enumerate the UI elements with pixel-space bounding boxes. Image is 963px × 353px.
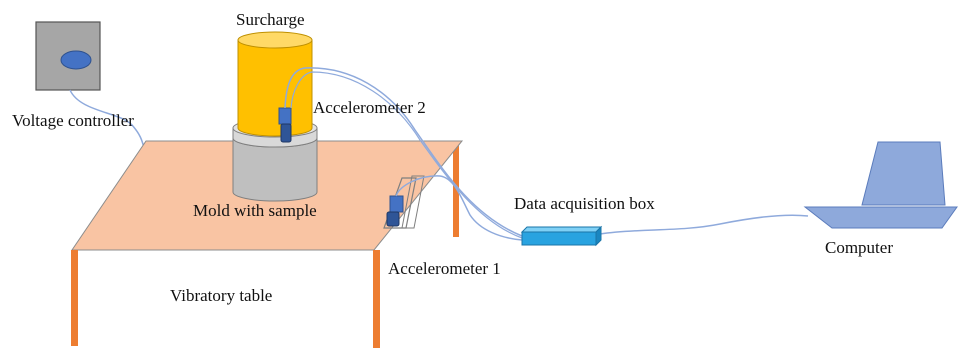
- cable-accelerometer-2: [284, 67, 523, 237]
- data-acquisition-box: [520, 225, 603, 247]
- table-leg-front-left: [71, 250, 78, 346]
- table-leg-front-right: [373, 250, 380, 348]
- surcharge-top: [237, 31, 313, 49]
- cable-accelerometer-1: [395, 175, 523, 241]
- surcharge-label: Surcharge: [236, 10, 305, 29]
- surcharge-body: [237, 39, 313, 137]
- mold-with-sample-label: Mold with sample: [193, 201, 317, 220]
- vibratory-table-label: Vibratory table: [170, 286, 272, 305]
- accelerometer-2-label: Accelerometer 2: [313, 98, 426, 117]
- surcharge: [237, 31, 313, 137]
- accelerometer-1-sensor: [383, 175, 425, 229]
- data-acquisition-box-label: Data acquisition box: [514, 194, 655, 213]
- computer: [803, 141, 958, 229]
- voltage-controller-knob: [60, 50, 92, 70]
- computer-label: Computer: [825, 238, 893, 257]
- controller-cable: [69, 89, 145, 149]
- voltage-controller-label: Voltage controller: [12, 111, 134, 130]
- table-leg-back-right: [453, 145, 459, 237]
- computer-screen: [861, 141, 946, 206]
- cable-to-computer: [599, 214, 809, 235]
- computer-keyboard: [803, 206, 958, 229]
- voltage-controller: [35, 21, 101, 91]
- mold-body: [232, 137, 318, 202]
- accelerometer-1-label: Accelerometer 1: [388, 259, 501, 278]
- accelerometer-2-sensor: [278, 107, 292, 143]
- cable-accelerometer-2-b: [290, 71, 523, 239]
